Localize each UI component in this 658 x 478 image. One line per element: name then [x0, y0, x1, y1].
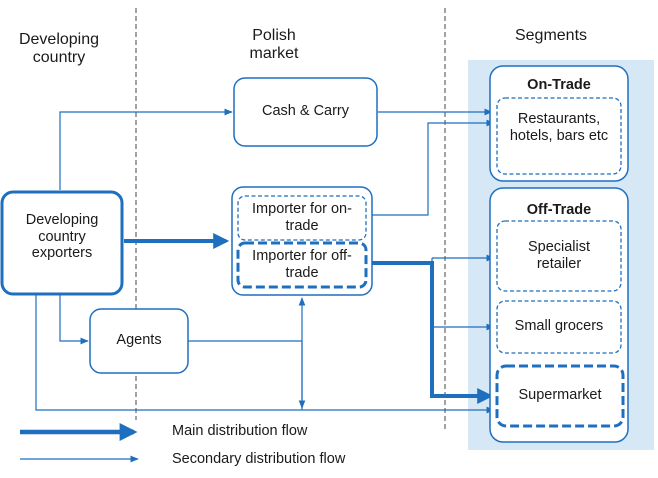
- specialist-retailer-label: Specialist retailer: [527, 239, 591, 272]
- cash-carry-box: [233, 77, 378, 147]
- importer-off-trade-label: Importer for off-trade: [252, 248, 352, 281]
- agents-label: Agents: [116, 332, 162, 348]
- specialist-retailer-box: [496, 220, 622, 292]
- exporters-label: Developing country exporters: [25, 212, 99, 262]
- importer-on-trade-box: [237, 195, 367, 241]
- on-trade-title: On-Trade: [527, 77, 591, 93]
- flow-exporters-to-cash-carry: [59, 108, 233, 190]
- exporters-box: [0, 190, 124, 296]
- off-trade-title: Off-Trade: [526, 202, 592, 218]
- cash-carry-label: Cash & Carry: [261, 103, 350, 119]
- importer-on-trade-label: Importer for on-trade: [252, 201, 352, 234]
- supermarket-label: Supermarket: [518, 387, 602, 403]
- column-heading-developing-country: Developing country: [18, 31, 100, 67]
- restaurants-box: [496, 97, 622, 175]
- small-grocers-box: [496, 300, 622, 354]
- legend-secondary-label: Secondary distribution flow: [172, 451, 346, 467]
- column-heading-segments: Segments: [514, 27, 588, 44]
- agents-box: [89, 308, 189, 374]
- restaurants-label: Restaurants, hotels, bars etc: [509, 111, 609, 144]
- flow-importer-on-to-restaurants: [366, 119, 495, 216]
- flow-exporters-to-supermarket: [35, 294, 495, 414]
- legend-main-label: Main distribution flow: [172, 423, 308, 439]
- supermarket-box: [495, 364, 625, 428]
- importer-off-trade-box: [236, 241, 368, 289]
- column-heading-polish-market: Polish market: [249, 27, 299, 63]
- main-flow-to-supermarket: [366, 261, 494, 404]
- flow-exporters-to-agents: [59, 294, 89, 345]
- small-grocers-label: Small grocers: [514, 318, 604, 334]
